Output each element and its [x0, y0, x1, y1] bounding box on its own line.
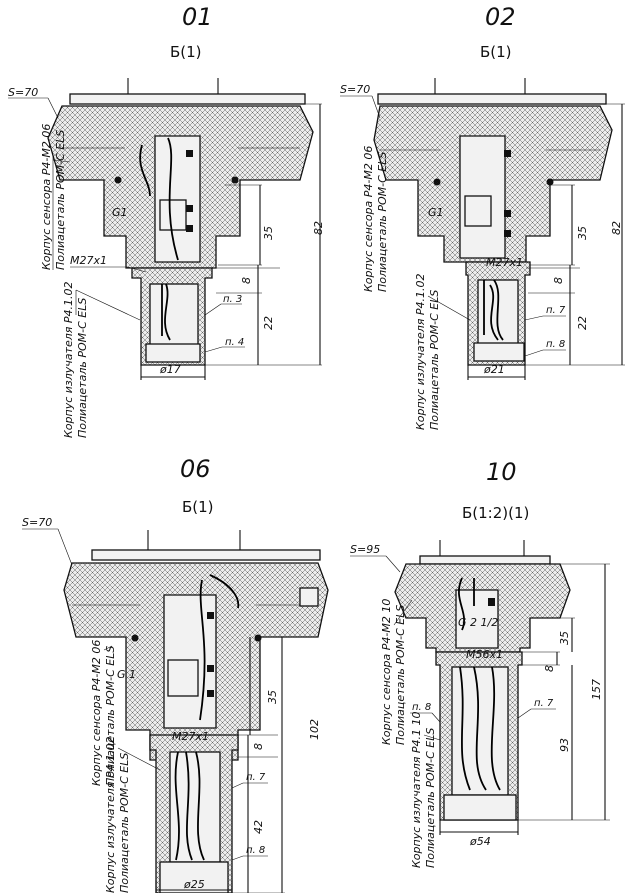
emitter-cavity	[149, 283, 199, 351]
emitter-material: Полиацеталь POM-C ELS	[424, 728, 437, 868]
dim-lower: 22	[576, 316, 589, 330]
sensor-wires	[139, 137, 179, 261]
hex-size: S=95	[350, 543, 380, 556]
thread-top: G 1	[117, 668, 136, 681]
sensor-wires	[457, 577, 475, 631]
thread-bottom: M27x1	[70, 254, 107, 267]
variant-01-title: 01	[182, 3, 213, 31]
dim-gap: 8	[240, 277, 253, 284]
sensor-material: Полиацеталь POM-C ELS	[376, 152, 389, 292]
emitter-wires	[459, 666, 501, 791]
sensor-label: Корпус сенсора Р4-М2 06	[40, 124, 53, 270]
flange-plate	[377, 93, 607, 105]
thread-bottom: M27x1	[172, 730, 209, 743]
flange-plate	[91, 549, 321, 561]
thread-bottom: M27x1	[486, 256, 523, 269]
variant-02-title: 02	[485, 3, 516, 31]
electronics-board	[167, 659, 199, 697]
dim-lower: 93	[558, 738, 571, 752]
hex-size: S=70	[8, 86, 38, 99]
emitter-wires	[161, 283, 171, 341]
thread-top: G1	[112, 206, 128, 219]
dim-overall: 157	[590, 679, 603, 700]
emitter-label: Корпус излучателя Р4.1.02	[62, 282, 75, 439]
note-2: п. 8	[546, 339, 565, 350]
dim-upper: 35	[266, 690, 279, 704]
electronics-board	[464, 195, 492, 227]
emitter-label: Корпус излучателя Р4.1.02	[104, 737, 117, 893]
dim-diameter: ø54	[469, 835, 491, 848]
note-1: п. 7	[546, 305, 566, 316]
variant-06-drawing: 06 Б(1) 102 35 8 42 ø25 S=70 G 1 M27x1 п…	[22, 455, 329, 893]
variant-10-section: Б(1:2)(1)	[462, 504, 529, 522]
dim-diameter: ø17	[159, 363, 181, 376]
emitter-wires	[174, 751, 205, 861]
sensor-wires	[199, 574, 240, 721]
variant-02-section: Б(1)	[480, 43, 512, 61]
thread-top: G1	[428, 206, 444, 219]
variant-10-drawing: 10 Б(1:2)(1) 157 35 8 93 ø54 S=95 G 2 1/…	[350, 458, 610, 868]
dim-upper: 35	[262, 226, 275, 240]
electronics-board	[159, 199, 187, 231]
sensor-material: Полиацеталь POM-C ELS	[104, 646, 117, 786]
emitter-material: Полиацеталь POM-C ELS	[76, 298, 89, 438]
sensor-cavity	[154, 135, 201, 263]
sensor-label: Корпус сенсора Р4-М2 06	[362, 146, 375, 292]
variant-06-title: 06	[180, 455, 211, 483]
flange-plate	[69, 93, 306, 105]
variant-02-drawing: 02 Б(1) 82 35 8 22 ø21 S=70 G1 M27x1 п. …	[340, 3, 625, 430]
variant-01-section: Б(1)	[170, 43, 202, 61]
note-1: п. 8	[412, 702, 431, 713]
pipe-stub	[127, 78, 219, 95]
emitter-material: Полиацеталь POM-C ELS	[118, 753, 131, 893]
emitter-label: Корпус излучателя Р4.1.02	[414, 274, 427, 431]
variant-01-drawing: 01 Б(1) 82 35 8 22 ø17 S=70 G1 M27x1 п. …	[8, 3, 325, 438]
note-2: п. 8	[246, 845, 265, 856]
hex-size: S=70	[22, 516, 52, 529]
dim-upper: 35	[576, 226, 589, 240]
dim-diameter: ø21	[483, 363, 505, 376]
dim-upper: 35	[558, 631, 571, 645]
dim-overall: 102	[308, 719, 321, 740]
sensor-label: Корпус сенсора Р4-М2 06	[90, 640, 103, 786]
sensor-cavity	[455, 589, 499, 649]
emitter-label: Корпус излучателя Р4.1 10	[410, 712, 423, 869]
emitter-material: Полиацеталь POM-C ELS	[428, 290, 441, 430]
dim-lower: 22	[262, 316, 275, 330]
sensor-material: Полиацеталь POM-C ELS	[394, 605, 407, 745]
emitter-wires	[483, 279, 504, 341]
dim-lower: 42	[252, 820, 265, 834]
note-1: п. 3	[223, 294, 242, 305]
thread-bottom: M56x1	[466, 648, 503, 661]
dim-diameter: ø25	[183, 878, 205, 891]
note-1: п. 7	[246, 772, 266, 783]
dim-gap: 8	[252, 743, 265, 750]
dim-gap: 8	[552, 277, 565, 284]
variant-10-title: 10	[486, 458, 517, 486]
variant-06-section: Б(1)	[182, 498, 214, 516]
sensor-material: Полиацеталь POM-C ELS	[54, 130, 67, 270]
dim-overall: 82	[312, 221, 325, 235]
dim-overall: 82	[610, 221, 623, 235]
note-2: п. 7	[534, 698, 554, 709]
hex-size: S=70	[340, 83, 370, 96]
sensor-label: Корпус сенсора Р4-М2 10	[380, 599, 393, 745]
flange-plate	[419, 555, 551, 565]
dim-gap: 8	[543, 665, 556, 672]
thread-top: G 2 1/2	[458, 616, 498, 629]
note-2: п. 4	[225, 337, 244, 348]
